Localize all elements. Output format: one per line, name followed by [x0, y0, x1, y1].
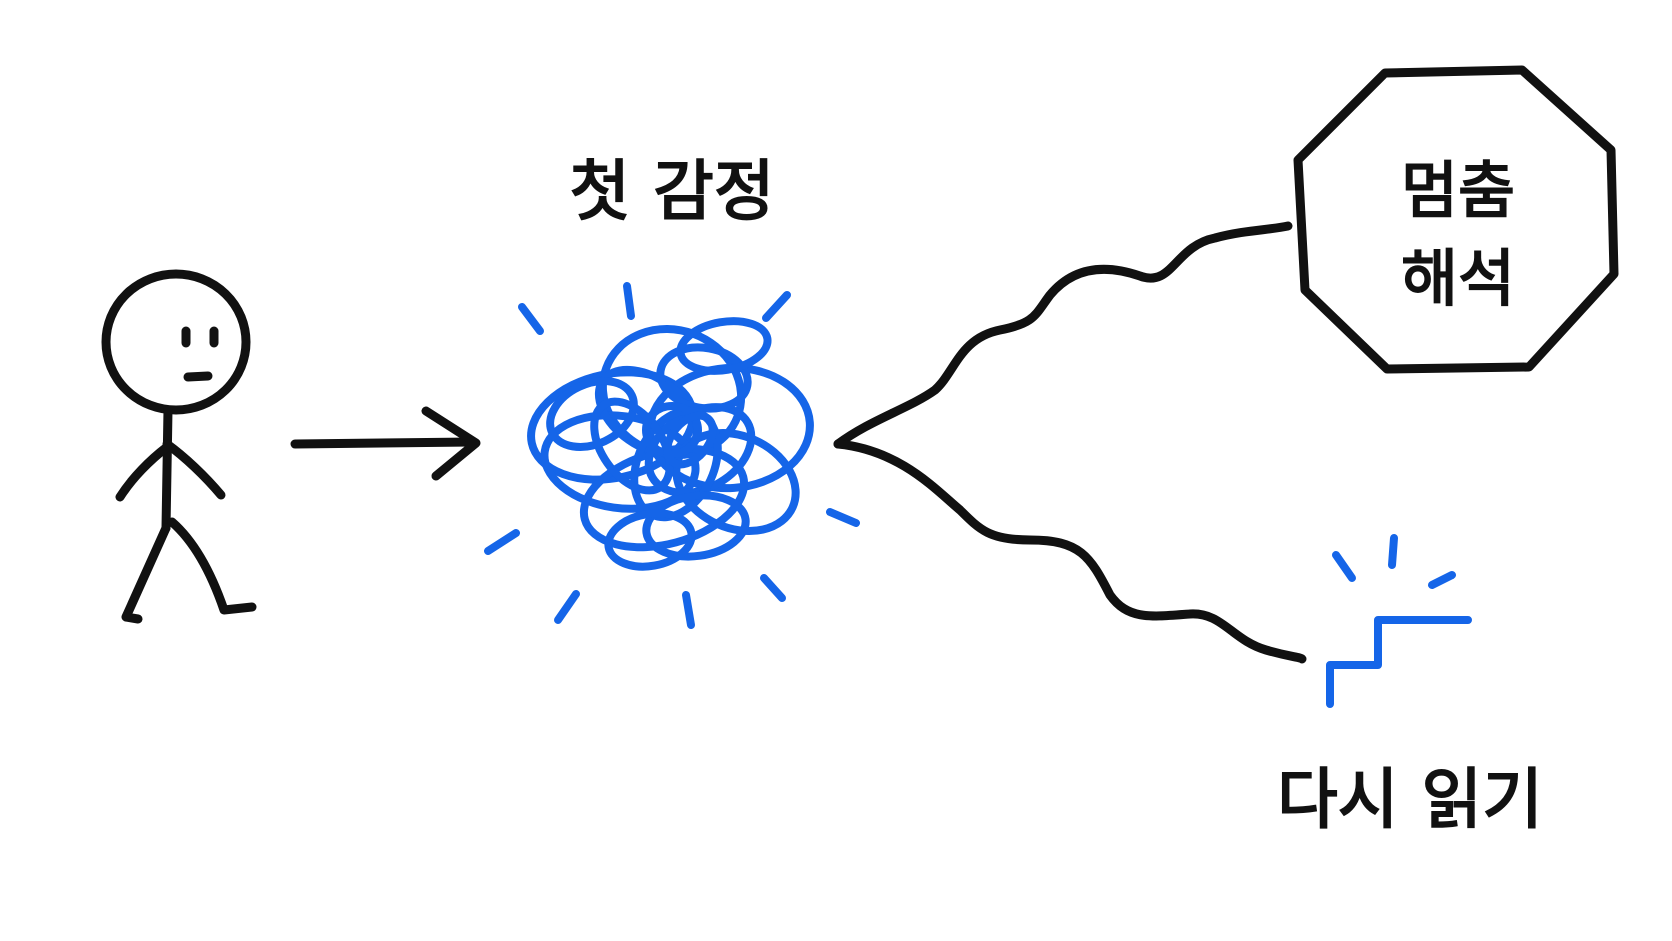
label-reread: 다시 읽기: [1277, 761, 1543, 838]
figure-arm-left: [115, 442, 172, 502]
arrow-head: [421, 406, 481, 481]
stick-figure-icon: [101, 269, 257, 624]
figure-mouth: [183, 371, 213, 382]
step-up-icon: [1326, 534, 1472, 708]
burst-line: [518, 303, 544, 335]
branch-to-reread: [833, 439, 1307, 664]
burst-line: [682, 591, 695, 629]
stop-sign-line2: 해석: [1401, 242, 1515, 315]
burst-line: [484, 529, 520, 555]
figure-arm-right: [162, 439, 226, 500]
figure-body: [161, 405, 173, 533]
burst-line: [623, 282, 635, 320]
step-burst-line: [1428, 571, 1456, 589]
tangle-loops: [527, 317, 814, 571]
stop-sign-line1: 멈춤: [1401, 154, 1515, 227]
burst-line: [762, 291, 791, 322]
step-shape: [1326, 616, 1472, 708]
figure-head: [101, 269, 251, 415]
arrow-right-icon: [290, 406, 481, 481]
step-burst-line: [1388, 534, 1398, 569]
burst-line: [760, 574, 786, 602]
figure-leg-left: [121, 523, 171, 624]
tangled-scribble-icon: [484, 282, 860, 629]
burst-line: [826, 508, 860, 527]
burst-line: [554, 590, 580, 624]
branch-to-stop: [833, 221, 1293, 449]
arrow-shaft: [290, 437, 477, 449]
stop-sign-border: [1293, 65, 1619, 374]
burst-lines: [484, 282, 860, 629]
label-first-emotion: 첫 감정: [569, 153, 774, 230]
step-burst-line: [1332, 551, 1356, 582]
figure-leg-right: [167, 517, 257, 615]
octagon-stop-sign-icon: 멈춤 해석: [1293, 65, 1619, 374]
